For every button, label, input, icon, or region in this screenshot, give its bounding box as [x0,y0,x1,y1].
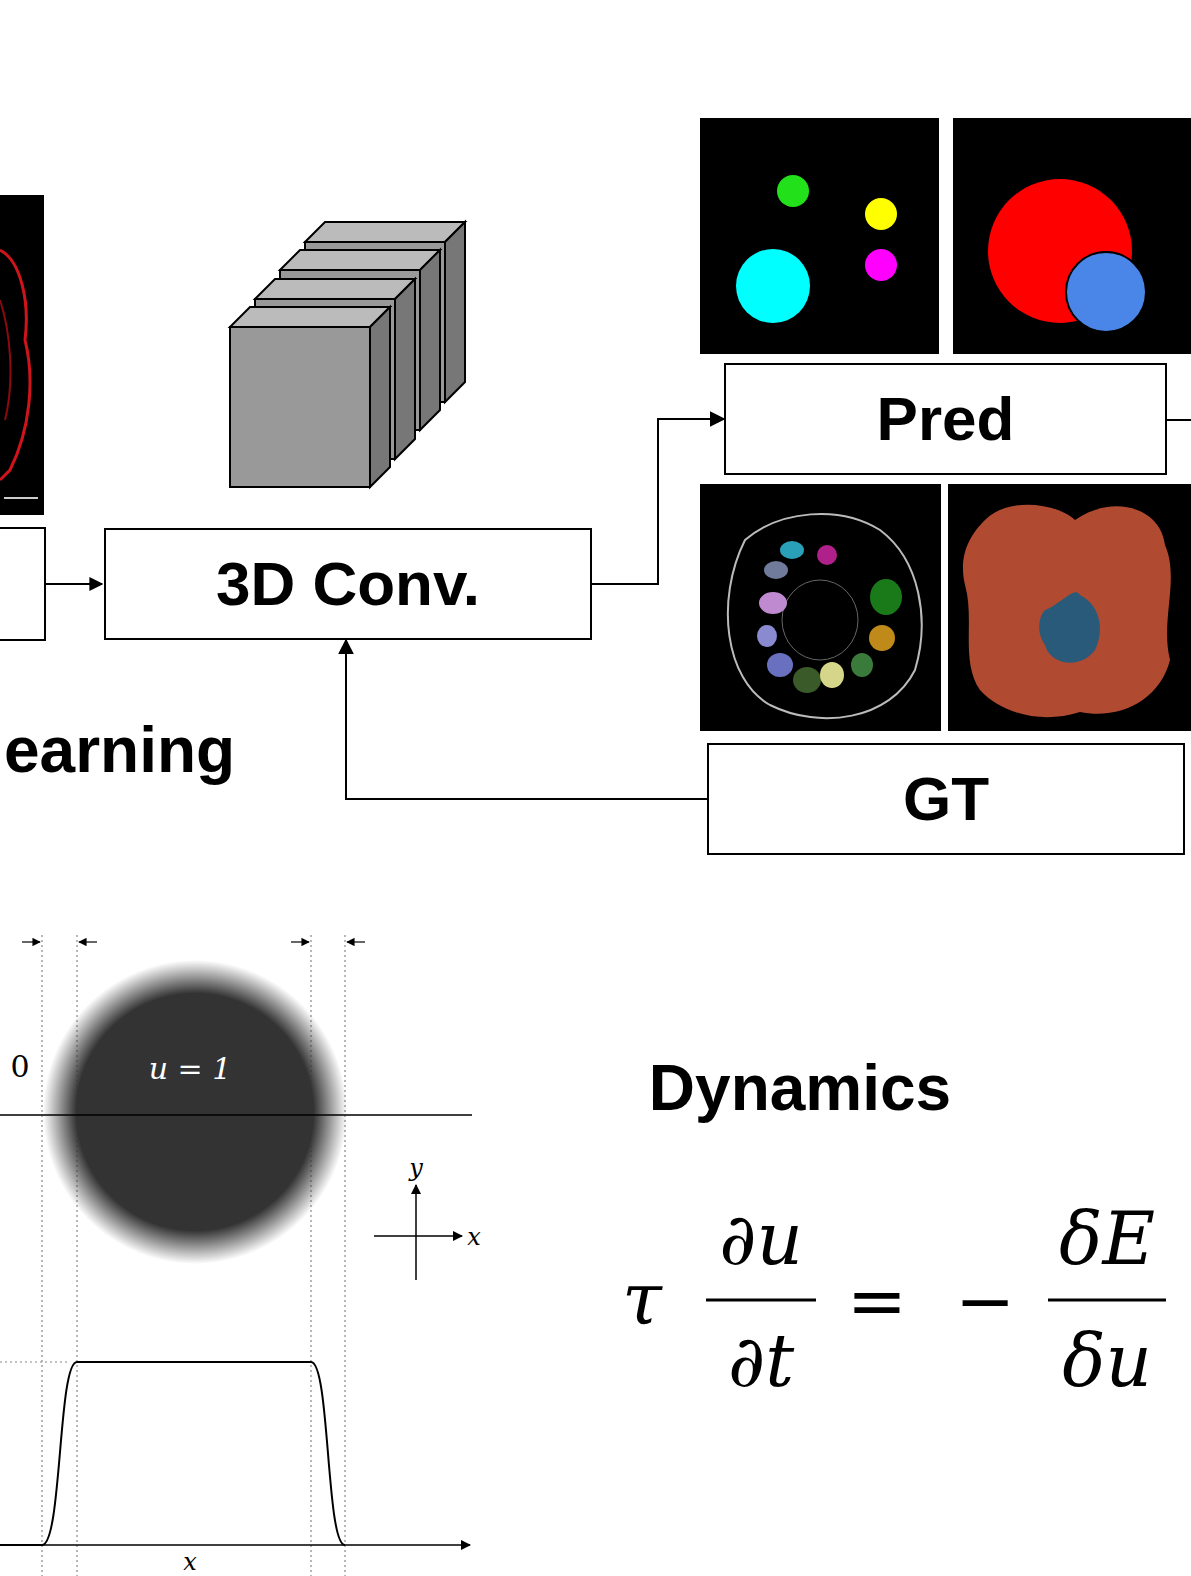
phase-field-illustration [0,935,472,1576]
box-label: 3D Conv. [216,550,480,618]
pred-images [700,118,1191,354]
ground-truth-box: GT [707,743,1185,855]
connector-arrow [592,419,724,584]
axis-label: x [467,1224,481,1250]
equation-symbol: = [847,1262,907,1341]
input-arrow [45,583,102,585]
equation-symbol: τ [622,1260,662,1339]
output-line [1167,419,1191,421]
conv-cubes [230,222,465,487]
equation-symbol: − [955,1262,1015,1341]
output-box: Pred [724,363,1167,475]
axis-label: y [409,1155,423,1181]
input-box [0,528,45,640]
connector-arrow [346,640,707,799]
process-box: 3D Conv. [104,528,592,640]
microscopy-image [0,195,44,515]
equation-symbol: ∂t [728,1322,794,1401]
region-label: 0 [10,1050,29,1083]
section-title: Dynamics [649,1053,951,1123]
fraction-bar [706,1299,1166,1302]
region-label: u = 1 [149,1052,232,1085]
equation-symbol: δE [1059,1200,1155,1279]
equation-symbol: δu [1062,1322,1152,1401]
axis-label: x [183,1549,197,1575]
equation-symbol: ∂u [719,1200,803,1279]
box-label: GT [903,765,989,833]
section-title: earning [4,715,235,785]
gt-images [700,484,1191,731]
box-label: Pred [877,385,1015,453]
